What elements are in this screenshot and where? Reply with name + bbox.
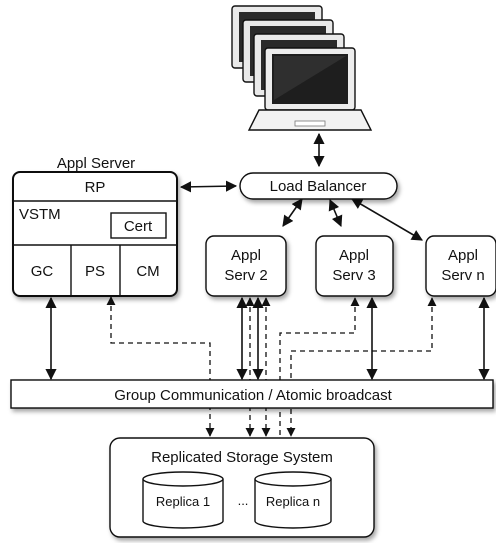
replica-1-label: Replica 1 — [156, 494, 210, 509]
appl-serv-3: Appl Serv 3 — [315, 235, 394, 297]
load-balancer-label: Load Balancer — [270, 178, 367, 195]
rp-label: RP — [85, 179, 106, 196]
vstm-label: VSTM — [19, 206, 61, 223]
replica-1-cylinder: Replica 1 — [142, 471, 224, 529]
cert-label: Cert — [124, 218, 153, 235]
appl-serv-2: Appl Serv 2 — [205, 235, 287, 297]
replica-n-cylinder: Replica n — [254, 471, 332, 529]
appl-server-title: Appl Server — [57, 155, 135, 172]
cm-label: CM — [136, 263, 159, 280]
serv-3-line1: Appl — [339, 247, 369, 264]
appl-serv-n: Appl Serv n — [425, 235, 496, 297]
serv-n-line2: Serv n — [441, 267, 484, 284]
serv-2-line1: Appl — [231, 247, 261, 264]
replica-ellipsis: ... — [238, 493, 249, 508]
serv-3-line2: Serv 3 — [332, 267, 375, 284]
serv-n-line1: Appl — [448, 247, 478, 264]
appl-server: Appl Server RP VSTM Cert GC PS CM — [12, 155, 178, 297]
group-communication-label: Group Communication / Atomic broadcast — [114, 387, 392, 404]
storage-connectors — [106, 296, 437, 437]
stacked-laptops-icon — [231, 5, 373, 131]
load-balancer: Load Balancer — [239, 172, 398, 200]
storage-title: Replicated Storage System — [151, 449, 333, 466]
replica-n-label: Replica n — [266, 494, 320, 509]
gc-label: GC — [31, 263, 54, 280]
group-communication-bar: Group Communication / Atomic broadcast — [10, 379, 494, 409]
replicated-storage-system: Replicated Storage System Replica 1 ... … — [109, 437, 375, 538]
serv-2-line2: Serv 2 — [224, 267, 267, 284]
ps-label: PS — [85, 263, 105, 280]
